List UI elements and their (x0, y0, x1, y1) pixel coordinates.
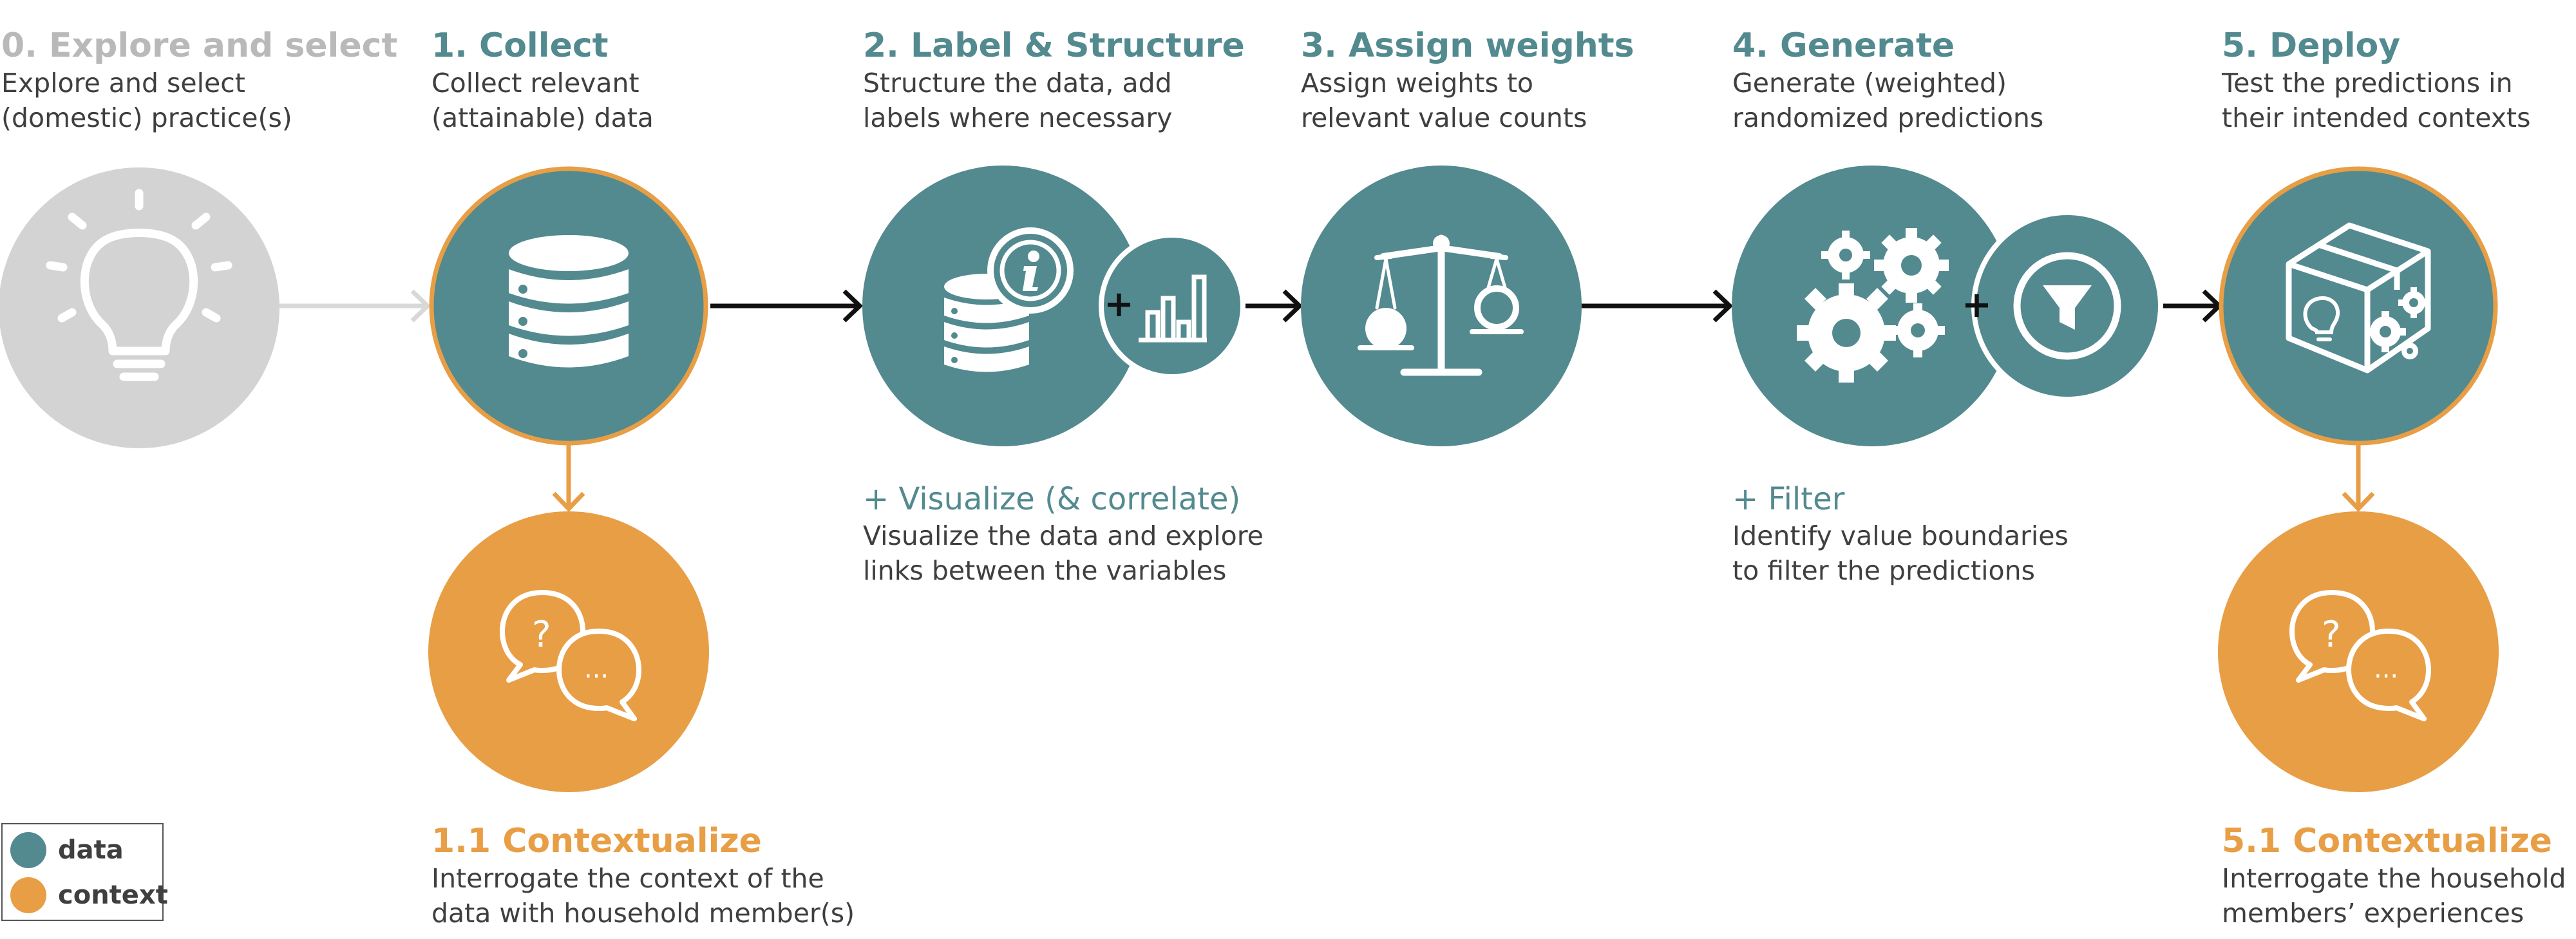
arrow-deploy-to-contextualize (2342, 444, 2375, 513)
database-icon (509, 235, 629, 368)
step-1-node (429, 166, 708, 446)
legend-label-data: data (58, 835, 124, 865)
step-3-title: 3. Assign weights (1301, 26, 1634, 65)
filter-addon-node: + (1962, 210, 2163, 402)
context-5-desc-line-1: Interrogate the household (2222, 863, 2566, 894)
step-5-node (2219, 166, 2498, 446)
database-info-icon (944, 227, 1074, 372)
lightbulb-icon (46, 189, 232, 381)
step-3-text: 3. Assign weights Assign weights to rele… (1301, 26, 1634, 135)
step-3-desc-line-2: relevant value counts (1301, 102, 1587, 133)
svg-text:?: ? (532, 614, 551, 656)
step-5-desc-line-1: Test the predictions in (2222, 68, 2513, 99)
step-0-desc-line-1: Explore and select (1, 68, 245, 99)
filter-addon-text: + Filter Identify value boundaries to fi… (1732, 480, 2069, 588)
step-2-title: 2. Label & Structure (863, 26, 1245, 65)
step-4-desc-line-1: Generate (weighted) (1732, 68, 2007, 99)
step-1-desc-line-1: Collect relevant (431, 68, 639, 99)
legend-swatch-context (10, 877, 46, 913)
chat-bubbles-icon (500, 590, 641, 721)
visualize-addon-title: + Visualize (& correlate) (863, 481, 1241, 517)
chat-bubbles-icon (2289, 590, 2431, 721)
step-0-desc-line-2: (domestic) practice(s) (1, 102, 292, 133)
bar-chart-icon (1139, 274, 1207, 343)
arrow-collect-to-contextualize (552, 444, 585, 513)
step-0-text: 0. Explore and select Explore and select… (1, 26, 397, 135)
step-5-title: 5. Deploy (2222, 26, 2401, 65)
step-1-title: 1. Collect (431, 26, 609, 65)
plus-sign: + (1104, 283, 1134, 325)
step-4-title: 4. Generate (1732, 26, 1955, 65)
legend: data context (1, 823, 168, 921)
scale-icon (1358, 234, 1524, 376)
step-5-text: 5. Deploy Test the predictions in their … (2222, 26, 2530, 135)
svg-text:...: ... (584, 654, 609, 684)
visualize-addon-desc-line-1: Visualize the data and explore (863, 520, 1264, 551)
context-5-text: 5.1 Contextualize Interrogate the househ… (2222, 821, 2566, 931)
filter-addon-title: + Filter (1732, 481, 1845, 517)
context-5-desc-line-2: members’ experiences (2222, 898, 2524, 929)
step-2-node (862, 166, 1143, 446)
filter-icon (2013, 252, 2121, 360)
svg-text:?: ? (2322, 614, 2341, 656)
step-4-desc-line-2: randomized predictions (1732, 102, 2044, 133)
step-2-text: 2. Label & Structure Structure the data,… (863, 26, 1245, 135)
step-3-node (1301, 166, 1582, 446)
arrow-generate-to-deploy (2159, 289, 2223, 323)
arrow-label-to-weights (1242, 289, 1303, 323)
visualize-addon-desc-line-2: links between the variables (863, 555, 1227, 586)
step-4-node (1732, 166, 2012, 446)
context-5-title: 5.1 Contextualize (2222, 822, 2552, 860)
context-1-desc-line-2: data with household member(s) (431, 898, 855, 929)
visualize-addon-node: + (1099, 232, 1245, 379)
legend-item-data: data (10, 831, 124, 869)
step-1-desc-line-2: (attainable) data (431, 102, 654, 133)
visualize-addon-text: + Visualize (& correlate) Visualize the … (863, 480, 1264, 588)
legend-label-context: context (58, 880, 168, 910)
legend-item-context: context (10, 876, 168, 915)
step-2-desc-line-1: Structure the data, add (863, 68, 1172, 99)
context-5-node: ? ... (2218, 511, 2499, 792)
arrow-explore-to-collect (278, 289, 431, 323)
arrow-weights-to-generate (1579, 289, 1734, 323)
svg-text:...: ... (2374, 654, 2398, 684)
connector-arrows (278, 289, 2375, 513)
context-1-node: ? ... (428, 511, 709, 792)
step-2-desc-line-2: labels where necessary (863, 102, 1173, 133)
plus-sign: + (1962, 284, 1992, 326)
step-4-text: 4. Generate Generate (weighted) randomiz… (1732, 26, 2043, 135)
step-1-text: 1. Collect Collect relevant (attainable)… (431, 26, 654, 135)
filter-addon-desc-line-2: to filter the predictions (1732, 555, 2035, 586)
step-0-title: 0. Explore and select (1, 26, 398, 65)
context-1-text: 1.1 Contextualize Interrogate the contex… (431, 821, 855, 931)
context-1-title: 1.1 Contextualize (431, 822, 762, 860)
legend-swatch-data (10, 832, 46, 868)
context-1-desc-line-1: Interrogate the context of the (431, 863, 824, 894)
step-0-node (0, 167, 279, 448)
step-5-desc-line-2: their intended contexts (2222, 102, 2531, 133)
filter-addon-desc-line-1: Identify value boundaries (1732, 520, 2069, 551)
step-3-desc-line-1: Assign weights to (1301, 68, 1533, 99)
arrow-collect-to-label (710, 289, 864, 323)
